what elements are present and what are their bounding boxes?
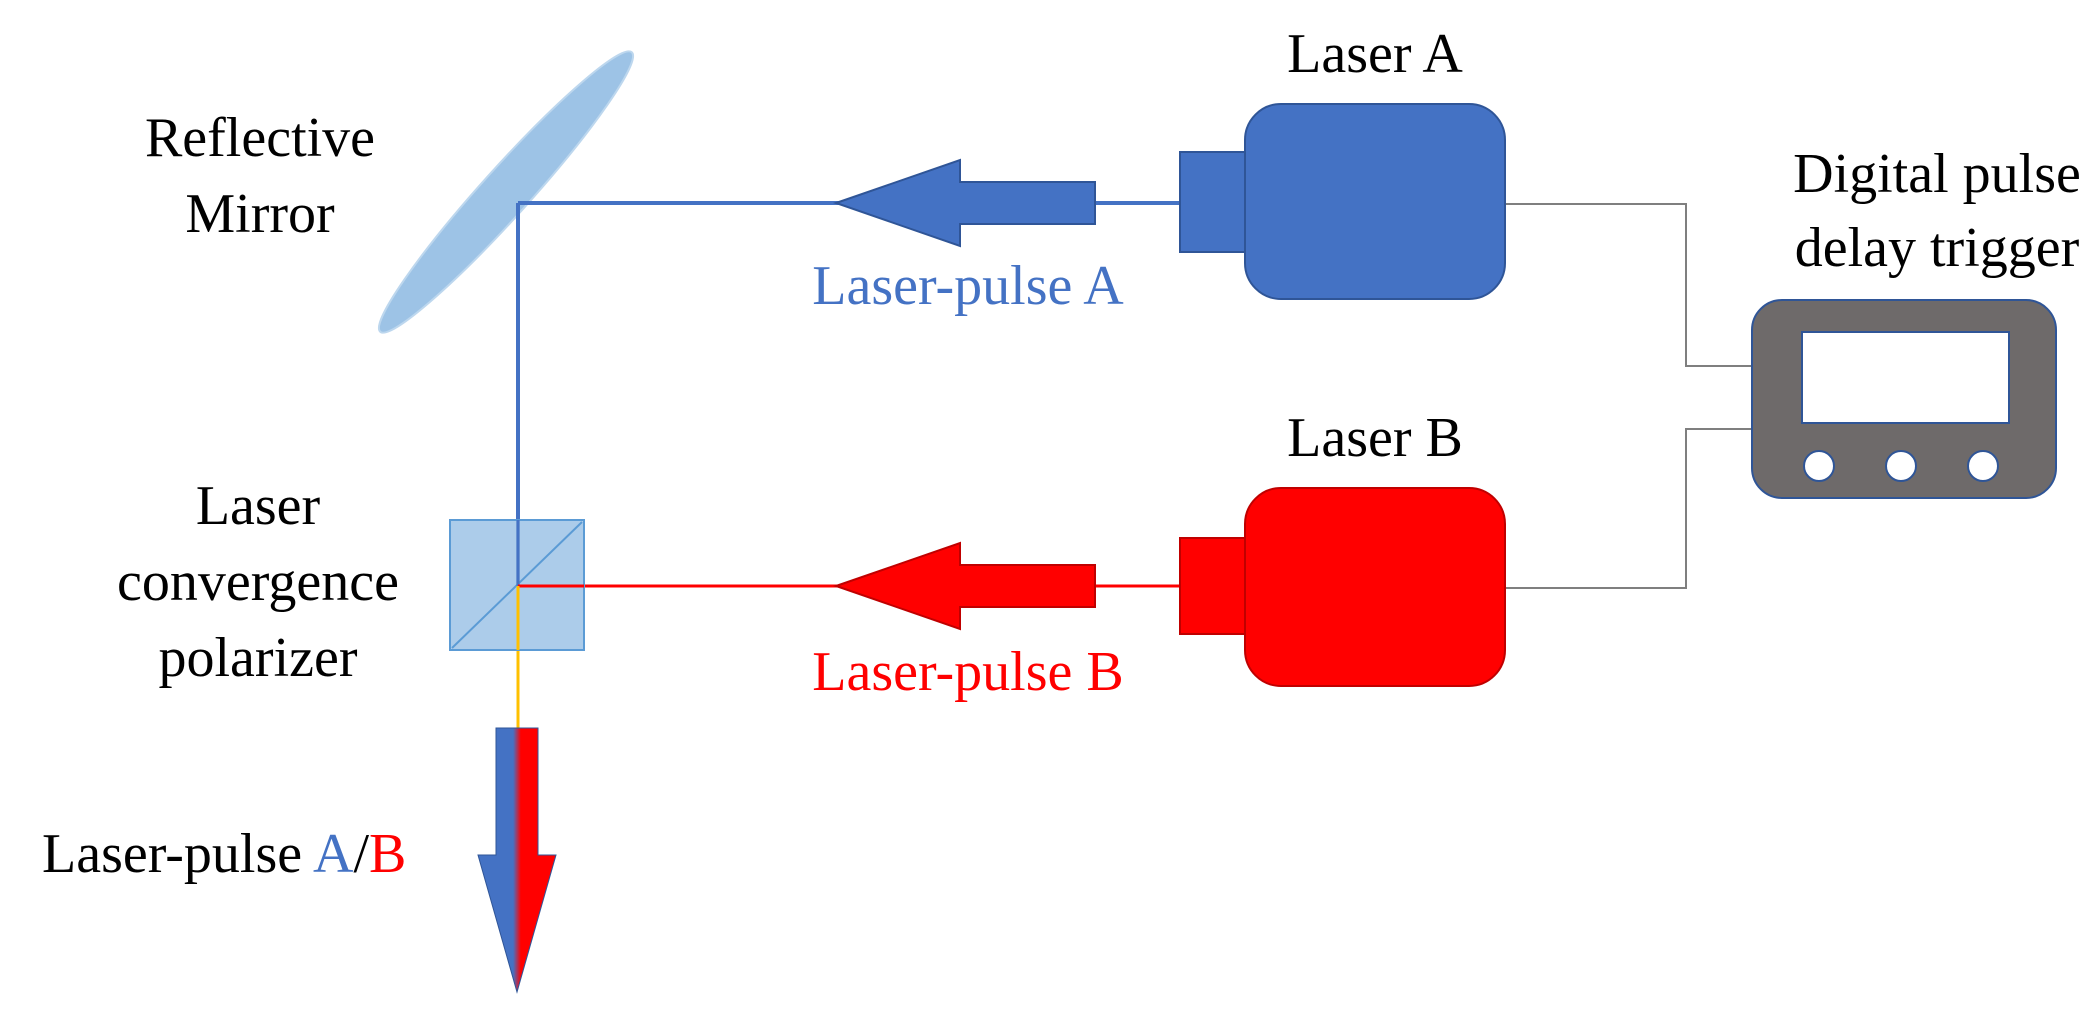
laser-a-device	[1179, 103, 1506, 300]
trigger-label-line2: delay trigger	[1795, 217, 2080, 279]
pulse-ab-b: B	[369, 823, 406, 885]
reflective-mirror	[377, 50, 635, 334]
pulse-ab-sep: /	[353, 823, 369, 885]
polarizer-label-line3: polarizer	[159, 627, 358, 689]
wire-laser-a-trigger	[1505, 203, 1752, 367]
wire-laser-b-trigger	[1505, 428, 1752, 589]
trigger-screen	[1801, 331, 2010, 424]
pulse-a-label: Laser-pulse A	[812, 255, 1124, 317]
pulse-ab-a: A	[313, 823, 354, 885]
pulse-a-arrow	[832, 158, 1096, 248]
pulse-b-arrow	[832, 541, 1096, 631]
pulse-ab-label: Laser-pulse A/B	[42, 823, 406, 885]
polarizer-label-line2: convergence	[117, 551, 399, 613]
laser-b-device	[1179, 487, 1506, 687]
mirror-label-line2: Mirror	[185, 183, 335, 245]
trigger-knob-2	[1885, 450, 1917, 482]
pulse-ab-arrow	[477, 727, 557, 994]
pulse-ab-prefix: Laser-pulse	[42, 823, 313, 885]
trigger-knob-1	[1803, 450, 1835, 482]
polarizer-label-line1: Laser	[196, 475, 321, 537]
trigger-label-line1: Digital pulse	[1793, 143, 2081, 205]
mirror-label-line1: Reflective	[145, 107, 375, 169]
laser-a-label: Laser A	[1287, 23, 1463, 85]
digital-pulse-delay-trigger	[1751, 299, 2057, 499]
laser-b-label: Laser B	[1287, 407, 1463, 469]
pulse-b-label: Laser-pulse B	[812, 641, 1123, 703]
trigger-knob-3	[1967, 450, 1999, 482]
